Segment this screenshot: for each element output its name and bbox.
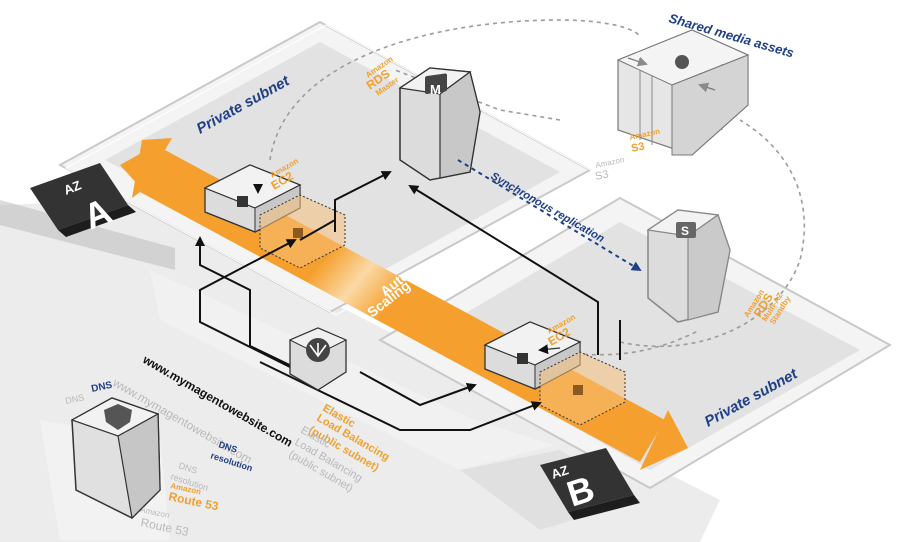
dns-tag-ghost: DNS: [64, 392, 85, 406]
s3-ghost-amazon: Amazon: [595, 155, 626, 170]
shield-icon: [104, 404, 132, 430]
az-a-region: Private subnet AZ A: [30, 20, 598, 316]
s3-ghost-name: S3: [594, 168, 610, 183]
rds-master-icon: M: [430, 82, 441, 97]
rds-standby: S Amazon RDS Multi-AZ Standby: [646, 209, 793, 326]
dns-tag: DNS: [90, 380, 113, 395]
rds-standby-icon: S: [681, 224, 689, 238]
az-a-badge: AZ A: [30, 163, 136, 237]
ec2-b: Amazon EC2: [483, 312, 626, 426]
az-b-tag: AZ: [549, 462, 570, 482]
s3-name: S3: [630, 140, 646, 155]
s3-shared-media: Shared media assets Amazon S3 Amazon S3: [594, 10, 796, 182]
az-a-tag: AZ: [62, 177, 84, 197]
az-b-badge: AZ B: [540, 448, 640, 520]
traffic-connectors: [195, 171, 621, 431]
rds-master: M Amazon RDS Master: [364, 54, 481, 181]
route53: DNS DNS DNS resolution DNS resolution Am…: [64, 380, 254, 539]
